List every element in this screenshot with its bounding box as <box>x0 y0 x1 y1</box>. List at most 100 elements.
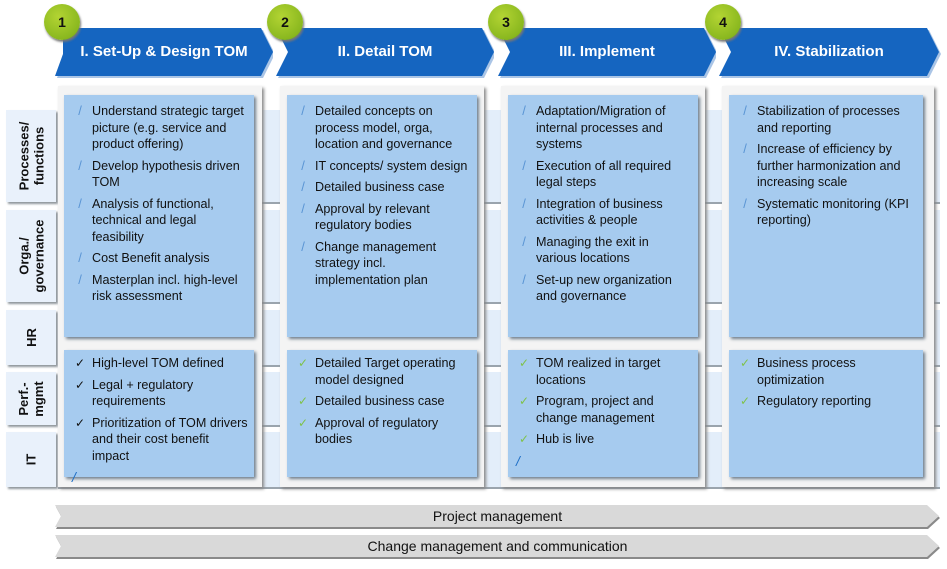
result-item: ✓Regulatory reporting <box>737 393 917 410</box>
activity-text: Detailed concepts on process model, orga… <box>315 104 453 151</box>
green-check-icon: ✓ <box>297 356 309 370</box>
phase-header-1: I. Set-Up & Design TOM <box>55 28 273 78</box>
slash-bullet-icon: / <box>78 271 82 287</box>
activity-list: / Understand strategic target picture (e.… <box>64 95 254 305</box>
slash-bullet-icon: / <box>78 157 82 173</box>
result-item: ✓Approval of regulatory bodies <box>295 415 471 448</box>
row-label-text: Processes/ functions <box>16 121 47 191</box>
phase-title: III. Implement <box>559 42 655 60</box>
activity-item: /Detailed business case <box>295 179 471 196</box>
slash-bullet-icon: / <box>743 103 747 118</box>
phase-number-badge-3: 3 <box>488 4 524 40</box>
activity-item: /Managing the exit in various locations <box>516 234 692 267</box>
activity-item: /Increase of efficiency by further harmo… <box>737 141 917 191</box>
results-box-4: ✓ Business process optimization ✓Regulato… <box>729 350 923 477</box>
phase-title: II. Detail TOM <box>337 42 433 60</box>
activity-text: Set-up new organization and governance <box>536 272 672 304</box>
activity-text: Approval by relevant regulatory bodies <box>315 201 430 233</box>
activity-text: Adaptation/Migration of internal process… <box>536 104 666 151</box>
result-text: Detailed Target operating model designed <box>315 356 456 387</box>
phase-number-badge-1: 1 <box>44 4 80 40</box>
activity-item: / Cost Benefit analysis <box>72 250 248 267</box>
row-divider <box>58 487 940 489</box>
slash-bullet-icon: / <box>522 195 526 211</box>
results-box-1: ✓High-level TOM defined ✓Legal + regulat… <box>64 350 254 485</box>
slash-bullet-icon: / <box>522 233 526 249</box>
row-label-perf: Perf.- mgmt <box>6 372 56 425</box>
slash-bullet-icon: / <box>522 103 526 118</box>
result-item: ✓Prioritization of TOM drivers and their… <box>72 415 248 465</box>
activity-item: / Develop hypothesis driven TOM <box>72 158 248 191</box>
bar-label: Project management <box>432 508 563 524</box>
activity-text: Cost Benefit analysis <box>92 251 210 265</box>
row-divider <box>58 425 940 427</box>
row-label-text: IT <box>23 453 39 466</box>
bar-label: Change management and communication <box>367 538 628 554</box>
result-text: High-level TOM defined <box>92 356 224 370</box>
green-check-icon: ✓ <box>297 415 309 430</box>
chevron-shape <box>55 28 273 78</box>
slash-bullet-icon: / <box>301 238 305 254</box>
project-management-bar: Project management <box>55 505 940 529</box>
phase-title: IV. Stabilization <box>774 42 884 60</box>
activity-text: Change management strategy incl. impleme… <box>315 239 437 287</box>
result-text: Program, project and change management <box>536 394 655 425</box>
trailing-slash-mark: / <box>516 452 520 469</box>
activity-list: /Stabilization of processes and reportin… <box>729 95 923 229</box>
activity-text: Develop hypothesis driven TOM <box>92 158 240 190</box>
activity-item: / Adaptation/Migration of internal proces… <box>516 103 692 153</box>
slash-bullet-icon: / <box>522 157 526 173</box>
row-label-processes: Processes/ functions <box>6 110 56 202</box>
slash-bullet-icon: / <box>522 271 526 287</box>
slash-bullet-icon: / <box>301 179 305 194</box>
trailing-slash-mark: / <box>72 469 76 485</box>
result-text: Detailed business case <box>315 394 445 408</box>
row-divider <box>58 365 940 367</box>
activity-item: /Execution of all required legal steps <box>516 158 692 191</box>
row-label-text: Orga./ governance <box>16 219 46 293</box>
chevron-shape <box>276 28 494 78</box>
activity-item: /Approval by relevant regulatory bodies <box>295 201 471 234</box>
phase-header-2: II. Detail TOM <box>276 28 494 78</box>
result-item: ✓Hub is live <box>516 431 692 448</box>
change-management-bar: Change management and communication <box>55 535 940 559</box>
activities-box-2: / Detailed concepts on process model, org… <box>287 95 477 337</box>
result-item: ✓Program, project and change management <box>516 393 692 426</box>
phase-header-4: IV. Stabilization <box>719 28 941 78</box>
activity-item: /Integration of business activities & pe… <box>516 196 692 229</box>
result-list: ✓ Detailed Target operating model designe… <box>287 350 477 448</box>
chevron-shape <box>719 28 941 78</box>
activity-item: / Understand strategic target picture (e.… <box>72 103 248 153</box>
activity-item: /Systematic monitoring (KPI reporting) <box>737 196 917 229</box>
green-check-icon: ✓ <box>518 432 530 446</box>
check-icon: ✓ <box>74 377 86 392</box>
activity-item: /Detailed concepts on process model, org… <box>295 103 471 153</box>
slash-bullet-icon: / <box>78 103 82 118</box>
result-item: ✓ Business process optimization <box>737 355 917 388</box>
result-text: Business process optimization <box>757 356 856 387</box>
bar-shape <box>55 535 940 559</box>
activity-list: / Adaptation/Migration of internal proces… <box>508 95 698 305</box>
results-box-3: ✓ TOM realized in target locations ✓Progr… <box>508 350 698 477</box>
activities-box-3: / Adaptation/Migration of internal proces… <box>508 95 698 337</box>
result-text: TOM realized in target locations <box>536 356 661 387</box>
green-check-icon: ✓ <box>739 356 751 370</box>
slash-bullet-icon: / <box>743 195 747 211</box>
green-check-icon: ✓ <box>297 394 309 408</box>
phase-number-badge-2: 2 <box>267 4 303 40</box>
activity-item: / Change management strategy incl. implem… <box>295 239 471 289</box>
activity-item: /IT concepts/ system design <box>295 158 471 175</box>
slash-bullet-icon: / <box>301 157 305 173</box>
result-text: Prioritization of TOM drivers and their … <box>92 415 248 463</box>
result-list: ✓ TOM realized in target locations ✓Progr… <box>508 350 698 448</box>
activity-text: Masterplan incl. high-level risk assessm… <box>92 272 238 304</box>
result-text: Legal + regulatory requirements <box>92 377 194 409</box>
result-item: ✓ Detailed business case <box>295 393 471 410</box>
activity-text: Understand strategic target picture (e.g… <box>92 104 244 151</box>
phase-title: I. Set-Up & Design TOM <box>80 42 248 60</box>
row-divider <box>58 302 940 304</box>
result-list: ✓ Business process optimization ✓Regulato… <box>729 350 923 410</box>
result-item: ✓ Detailed Target operating model designe… <box>295 355 471 388</box>
row-label-text: Perf.- mgmt <box>16 380 46 417</box>
slash-bullet-icon: / <box>78 250 82 265</box>
